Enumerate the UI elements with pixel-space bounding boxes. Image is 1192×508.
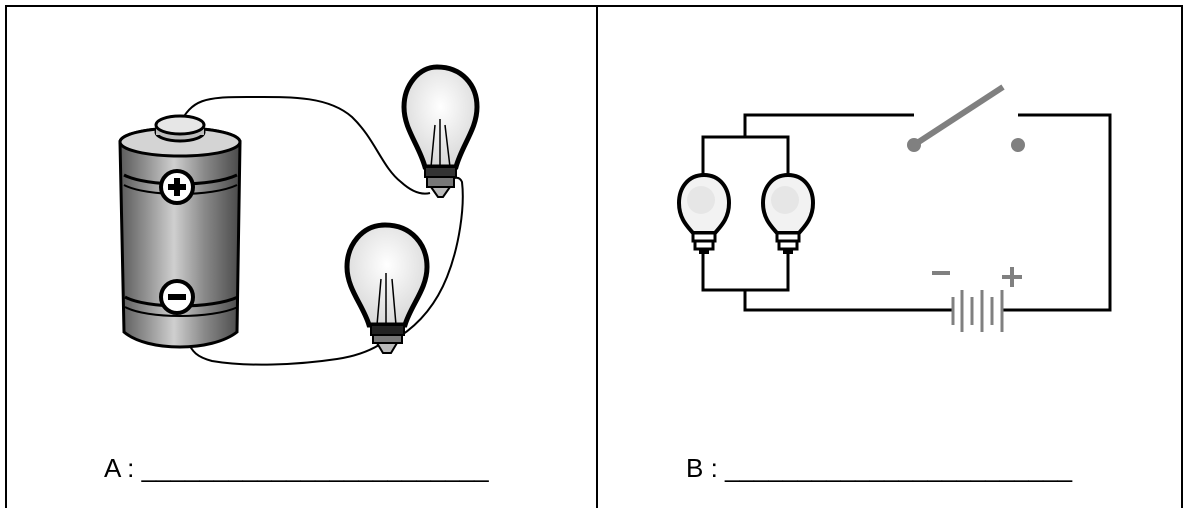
- open-switch-icon: [907, 84, 1025, 152]
- answer-label-b: B : ________________________: [686, 453, 1073, 483]
- answer-label-a: A : ________________________: [104, 453, 489, 483]
- panel-b: B : ________________________: [598, 7, 1181, 508]
- circuit-lamp-icon: [676, 172, 732, 254]
- column-divider: [596, 5, 598, 508]
- circuit-wires: [701, 113, 1112, 312]
- panel-a: A : ________________________: [7, 7, 596, 508]
- circuit-lamp-icon: [760, 172, 816, 254]
- battery-cells-icon: [932, 267, 1022, 332]
- light-bulb-icon: [401, 64, 480, 198]
- pictorial-circuit: [118, 64, 480, 366]
- schematic-circuit: [676, 84, 1112, 332]
- battery-icon: [118, 114, 242, 349]
- table-border: [5, 5, 1183, 508]
- light-bulb-icon: [344, 222, 430, 354]
